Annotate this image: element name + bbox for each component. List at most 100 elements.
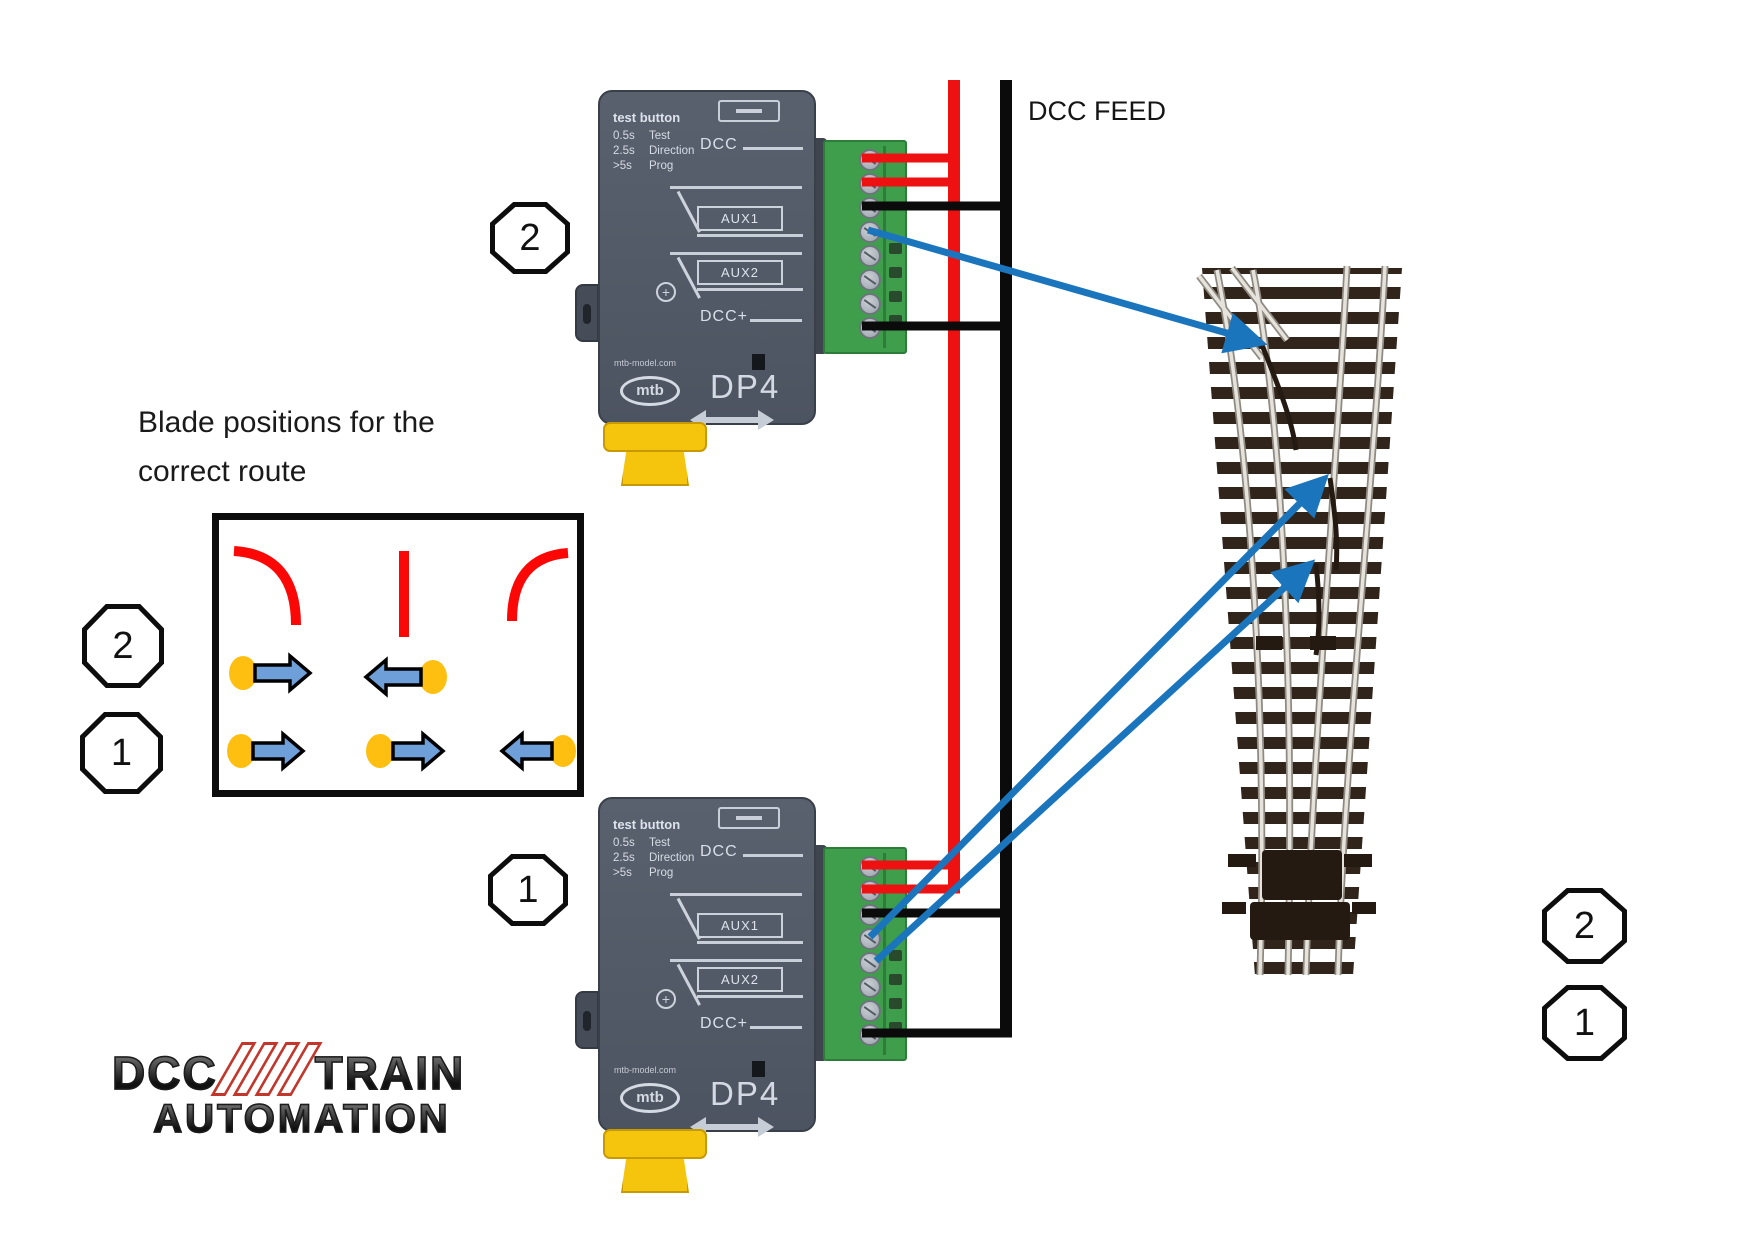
screw-terminal <box>859 1024 881 1046</box>
dcc-plus-label: DCC+ <box>700 308 749 325</box>
terminal-block <box>823 847 907 1061</box>
aux2-bottom-line <box>697 995 803 998</box>
yellow-connector <box>603 422 707 452</box>
dcc-label: DCC <box>700 843 738 860</box>
terminal-block <box>823 140 907 354</box>
logo-dcc-text: DCC <box>111 1047 218 1099</box>
aux1-bottom-line <box>697 234 803 237</box>
dcc-bus-lines <box>948 80 1012 1037</box>
model-name: DP4 <box>710 1075 781 1112</box>
badge-turnout-1: 1 <box>1542 985 1627 1061</box>
aux1-top-line <box>670 186 802 189</box>
heading-line1: Blade positions for the <box>138 406 435 439</box>
dcc-line <box>743 854 803 857</box>
yellow-connector-tab <box>621 1157 689 1193</box>
wire-clamp <box>889 1022 902 1033</box>
wire-clamp <box>889 267 902 278</box>
screw-terminal <box>859 317 881 339</box>
screw-terminal <box>859 221 881 243</box>
screw-terminal <box>859 245 881 267</box>
model-name: DP4 <box>710 368 781 405</box>
screw-terminal <box>859 904 881 926</box>
aux2-label: AUX2 <box>697 260 783 285</box>
aux2-top-line <box>670 959 802 962</box>
terminal-divider <box>883 146 886 348</box>
logo-slashes-icon <box>210 1042 323 1096</box>
dip-switch-icon <box>718 100 780 122</box>
screw-terminal <box>859 976 881 998</box>
wire-clamp <box>889 291 902 302</box>
mounting-tab <box>575 284 599 342</box>
aux2-label: AUX2 <box>697 967 783 992</box>
website-text: mtb-model.com <box>614 1065 677 1075</box>
screw-terminal <box>859 197 881 219</box>
screw-terminal <box>859 293 881 315</box>
badge-number: 1 <box>85 717 158 789</box>
mounting-hole <box>583 304 591 324</box>
badge-module-1: 1 <box>488 854 568 926</box>
terminal-divider <box>883 853 886 1055</box>
arrow-shaft <box>704 1124 760 1130</box>
aux1-label: AUX1 <box>697 913 783 938</box>
badge-turnout-2: 2 <box>1542 888 1627 964</box>
dip-switch-icon <box>718 807 780 829</box>
screw-symbol: + <box>656 282 676 302</box>
screw-terminal <box>859 173 881 195</box>
arrow-right-tip <box>758 410 774 430</box>
screw-terminal <box>859 269 881 291</box>
mounting-tab <box>575 991 599 1049</box>
aux1-bottom-line <box>697 941 803 944</box>
heading: Blade positions for the correct route <box>138 398 435 496</box>
test-button-title: test button <box>613 110 681 125</box>
badge-number: 2 <box>1547 893 1622 959</box>
aux1-label: AUX1 <box>697 206 783 231</box>
switch-glyph <box>736 109 762 113</box>
dcc-plus-line <box>750 319 802 322</box>
dcc-plus-label: DCC+ <box>700 1015 749 1032</box>
badge-number: 1 <box>1547 990 1622 1056</box>
screw-symbol: + <box>656 989 676 1009</box>
badge-number: 2 <box>495 207 565 269</box>
wire-clamp <box>889 950 902 961</box>
logo-row1: DCC TRAIN <box>111 1042 492 1100</box>
blue-arrow-top <box>867 226 1268 354</box>
wire-clamp <box>889 974 902 985</box>
test-button-title: test button <box>613 817 681 832</box>
mtb-logo: mtb <box>620 1083 680 1113</box>
yellow-connector <box>603 1129 707 1159</box>
wire-clamp <box>889 243 902 254</box>
dcc-feed-label: DCC FEED <box>1028 96 1167 126</box>
logo-train-text: TRAIN <box>314 1047 466 1099</box>
aux1-top-line <box>670 893 802 896</box>
badge-legend-1: 1 <box>80 712 163 794</box>
arrow-right-tip <box>758 1117 774 1137</box>
badge-number: 2 <box>87 609 159 683</box>
arrow-shaft <box>704 417 760 423</box>
badge-number: 1 <box>493 859 563 921</box>
turnout-sleepers-image <box>1202 268 1402 976</box>
screw-terminal <box>859 856 881 878</box>
program-button <box>752 354 765 370</box>
program-button <box>752 1061 765 1077</box>
screw-terminal <box>859 149 881 171</box>
screw-terminal <box>859 1000 881 1022</box>
screw-terminal <box>859 880 881 902</box>
yellow-connector-tab <box>621 450 689 486</box>
website-text: mtb-model.com <box>614 358 677 368</box>
dcc-plus-line <box>750 1026 802 1029</box>
screw-terminal <box>859 928 881 950</box>
badge-module-2: 2 <box>490 202 570 274</box>
dcc-label: DCC <box>700 136 738 153</box>
dcc-line <box>743 147 803 150</box>
